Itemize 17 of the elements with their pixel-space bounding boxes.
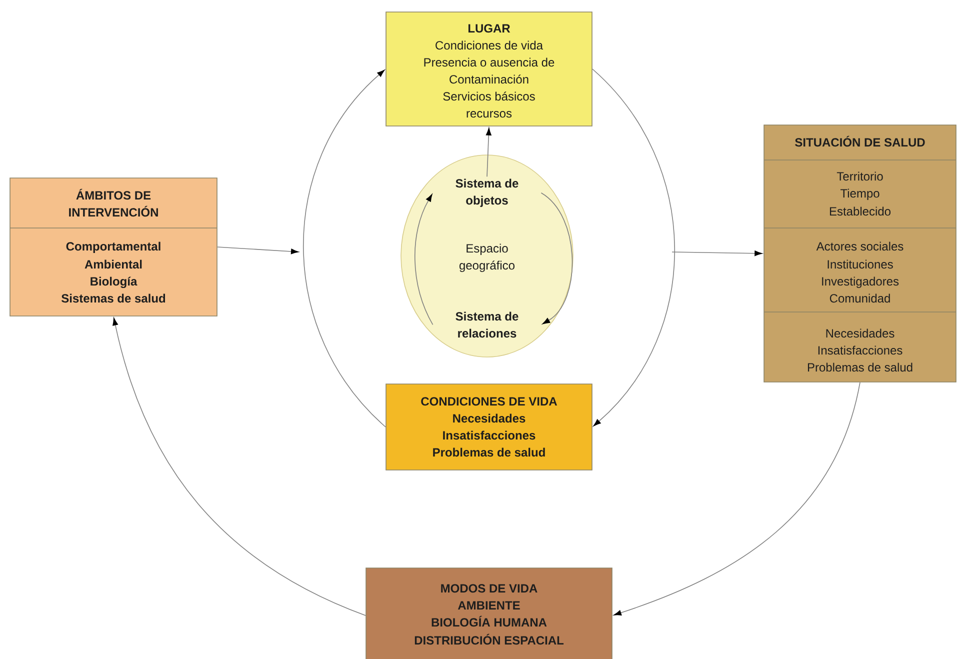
curved-arrow xyxy=(112,318,366,616)
curved-arrow xyxy=(303,70,386,428)
info-box: CONDICIONES DE VIDA Necesidades Insatisfacciones Problemas de salud xyxy=(386,384,592,470)
info-box: SITUACIÓN DE SALUD Territorio Tiempo Establecido Actores sociales Instituciones Investigadores Comunidad Necesidades Insatisfacciones Problemas de salud xyxy=(764,124,956,382)
curved-arrow xyxy=(614,382,860,616)
info-box: LUGAR Condiciones de vida Presencia o ausencia de Contaminación Servicios básicos recursos xyxy=(386,12,592,126)
arrow xyxy=(217,246,299,254)
arrow xyxy=(486,128,492,177)
arrow xyxy=(672,250,762,256)
info-box: MODOS DE VIDA AMBIENTE BIOLOGÍA HUMANA DISTRIBUCIÓN ESPACIAL xyxy=(366,568,612,659)
center-label: Espacio geográfico xyxy=(460,244,514,272)
info-box: ÁMBITOS DE INTERVENCIÓN Comportamental Ambiental Biología Sistemas de salud xyxy=(10,178,218,316)
system-label: Sistema de relaciones xyxy=(456,312,518,338)
curved-arrow xyxy=(414,194,434,326)
system-label: Sistema de objetos xyxy=(456,178,518,207)
curved-arrow xyxy=(540,192,573,324)
curved-arrow xyxy=(592,68,676,426)
